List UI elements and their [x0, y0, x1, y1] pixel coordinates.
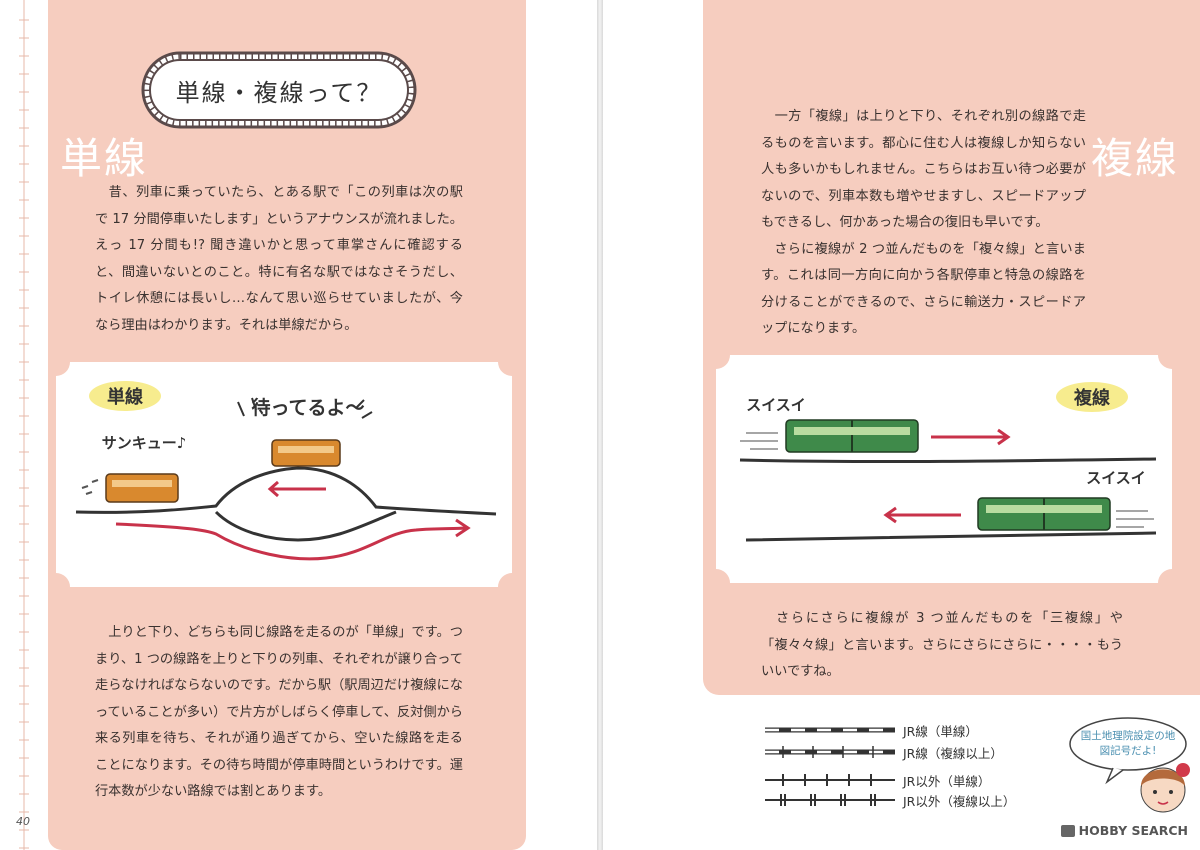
legend-non-jr-single: JR以外（単線） — [903, 774, 991, 789]
passing-loop-bottom — [214, 510, 397, 542]
section-tag-double-track: 複線 — [1091, 134, 1180, 183]
page-ruler — [19, 0, 29, 850]
bubble-text: 国土地理院設定の地図記号だよ! — [1080, 730, 1176, 757]
double-track-paragraph: 一方「複線」は上りと下り、それぞれ別の線路で走るものを言います。都心に住む人は複… — [761, 109, 1086, 336]
illus-label-double: 複線 — [1073, 387, 1110, 409]
legend-jr-double: JR線（複線以上） — [903, 746, 1003, 761]
illus-label-single: 単線 — [107, 386, 143, 408]
watermark-text: HOBBY SEARCH — [1078, 823, 1188, 838]
left-page: 単線・複線って？ 単線 昔、列車に乗っていたら、とある駅で「この列車は次の駅で … — [0, 0, 597, 850]
route-arrow-red — [115, 522, 467, 561]
map-symbol-legend: JR線（単線） JR線（複線以上） JR以外（単線） JR以外（複線以上） 国土… — [753, 710, 1193, 820]
label-highlight — [89, 381, 161, 411]
green-train-lower — [977, 497, 1154, 531]
orange-train-moving — [81, 473, 179, 503]
orange-train-waiting — [271, 439, 341, 467]
lower-track — [745, 531, 1157, 542]
speed-text-top: スイスイ — [746, 396, 806, 414]
section-tag-single-track: 単線 — [60, 134, 149, 183]
passing-loop-top — [75, 466, 497, 516]
page-number: 40 — [16, 815, 30, 828]
non-jr-double-symbol — [765, 794, 895, 806]
watermark: HOBBY SEARCH — [1060, 823, 1188, 838]
double-track-illustration: 複線 スイスイ スイスイ — [716, 355, 1172, 583]
speech-waiting: 待ってるよ〜 — [251, 396, 364, 419]
camera-icon — [1060, 824, 1075, 837]
page-title: 単線・複線って？ — [175, 78, 383, 107]
legend-symbols — [765, 717, 1190, 813]
speed-text-bottom: スイスイ — [1086, 469, 1146, 487]
upper-track — [739, 457, 1157, 464]
triple-track-paragraph: さらにさらに複線が 3 つ並んだものを「三複線」や「複々々線」と言います。さらに… — [761, 611, 1123, 679]
non-jr-single-symbol — [765, 774, 895, 786]
single-track-illustration: 単線 待ってるよ〜 サンキュー♪ — [56, 362, 512, 587]
girl-character-icon — [1140, 763, 1190, 813]
book-gutter — [597, 0, 603, 850]
explanation-paragraph: 上りと下り、どちらも同じ線路を走るのが「単線」です。つまり、1 つの線路を上りと… — [95, 625, 463, 799]
speech-bubble — [1069, 717, 1187, 785]
jr-double-symbol — [765, 746, 895, 758]
title-badge-rail-frame — [141, 51, 417, 129]
eastbound-arrow — [931, 428, 1011, 446]
westbound-arrow — [883, 506, 961, 524]
intro-paragraph: 昔、列車に乗っていたら、とある駅で「この列車は次の駅で 17 分間停車いたします… — [95, 185, 463, 333]
legend-non-jr-double: JR以外（複線以上） — [903, 794, 1016, 809]
green-train-upper — [740, 419, 919, 453]
waiting-arrow — [267, 480, 326, 498]
right-page: 一方「複線」は上りと下り、それぞれ別の線路で走るものを言います。都心に住む人は複… — [603, 0, 1200, 850]
legend-jr-single: JR線（単線） — [903, 724, 978, 739]
label-highlight — [1056, 382, 1128, 412]
speech-thanks: サンキュー♪ — [102, 434, 187, 452]
